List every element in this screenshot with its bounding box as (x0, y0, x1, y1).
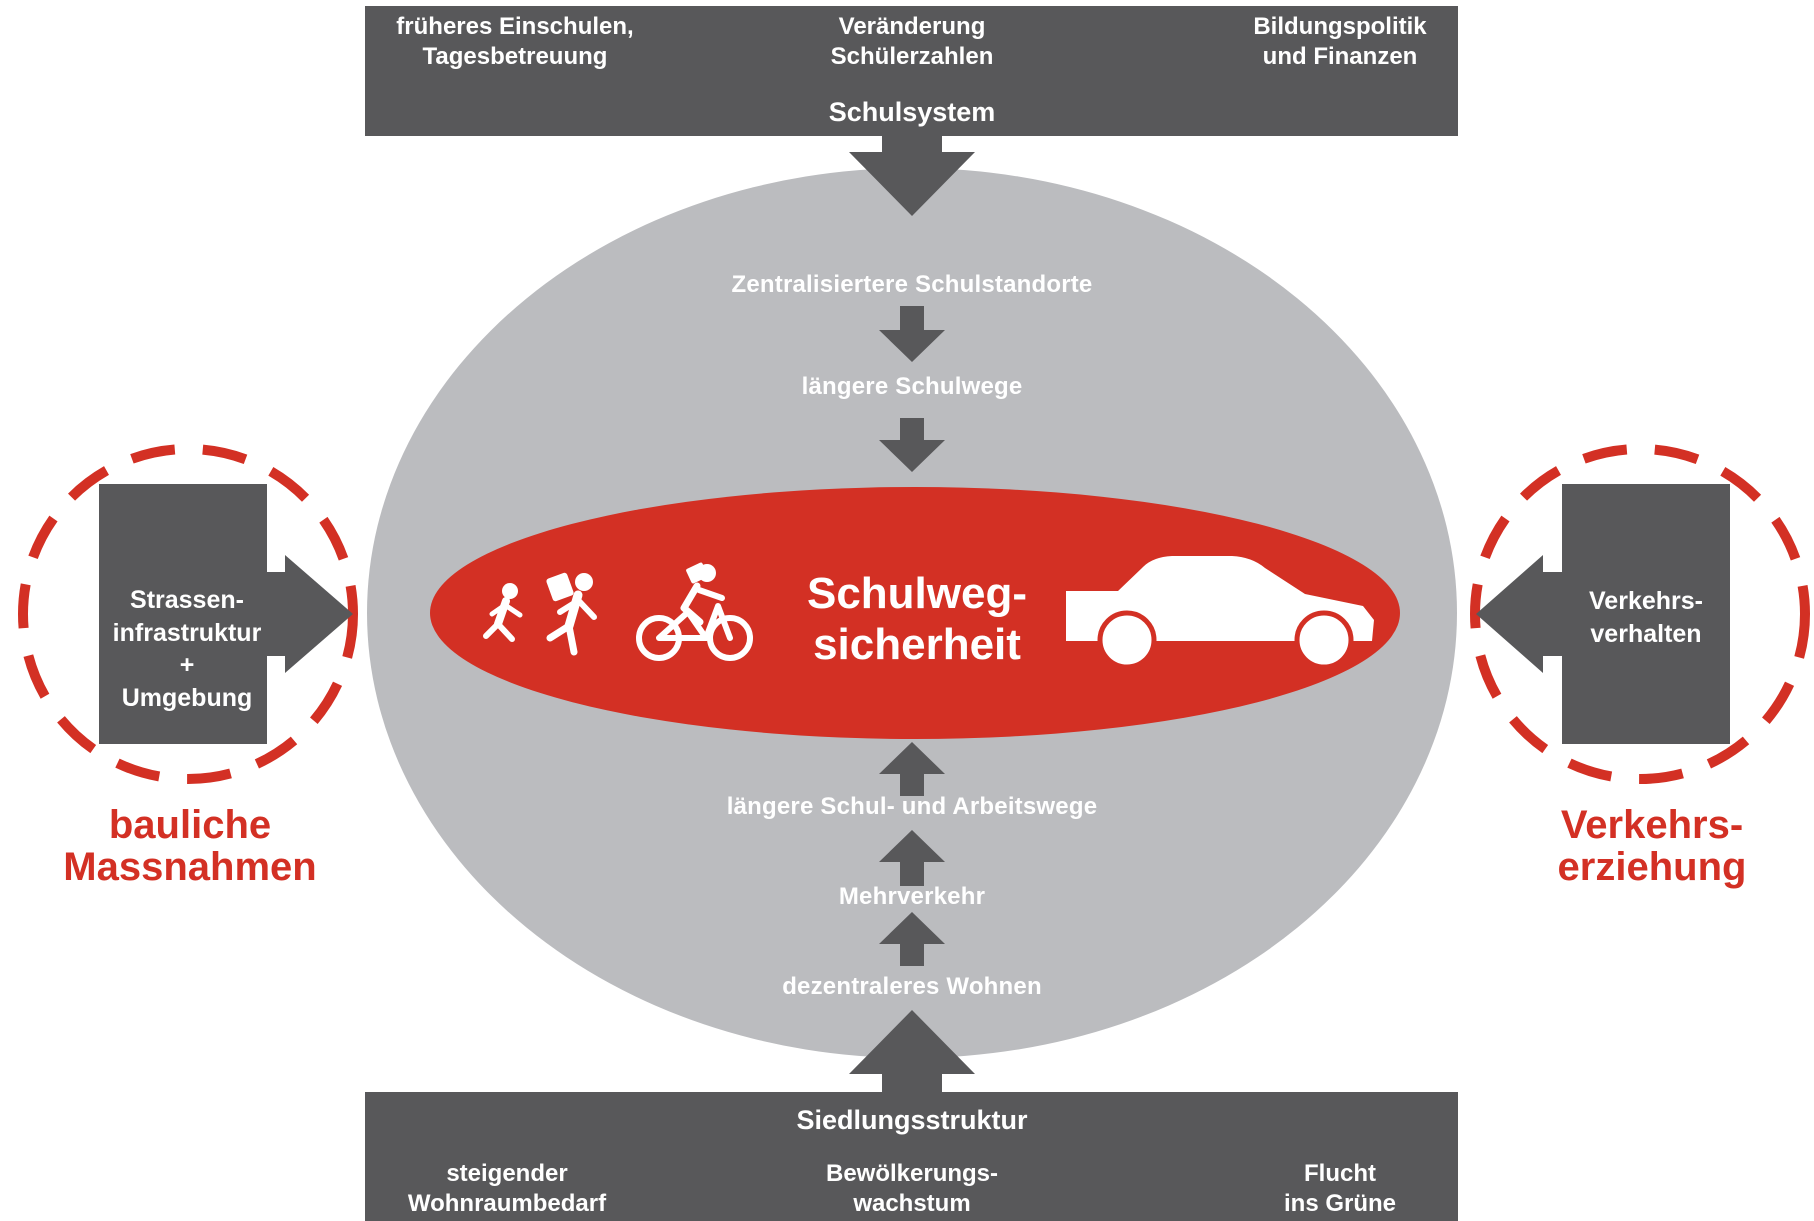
center-title: Schulweg- sicherheit (806, 569, 1028, 669)
flow-arrow-up-2 (879, 830, 945, 886)
flow-arrow-down-1 (879, 306, 945, 362)
upper-flow-2: längere Schulwege (801, 373, 1023, 400)
center-ellipse (430, 487, 1400, 739)
cyclist-icon (636, 562, 753, 661)
top-bar (365, 6, 1458, 136)
lower-flow-2: Mehrverkehr (838, 883, 986, 910)
bottom-bar-item-3: Flucht ins Grüne (1283, 1160, 1397, 1217)
top-down-arrow (849, 136, 975, 216)
car-icon (1066, 556, 1374, 670)
right-box (1562, 484, 1730, 744)
lower-flow-1: längere Schul- und Arbeitswege (726, 793, 1098, 820)
left-label: bauliche Massnahmen (63, 803, 317, 889)
bottom-bar-title: Siedlungsstruktur (796, 1105, 1028, 1135)
left-right-arrow (266, 555, 353, 673)
bottom-bar (365, 1092, 1458, 1221)
right-label: Verkehrs- erziehung (1557, 803, 1747, 889)
right-dashed-circle (1470, 444, 1810, 784)
right-box-text: Verkehrs- verhalten (1589, 587, 1703, 648)
bottom-up-arrow (849, 1010, 975, 1092)
upper-flow-1: Zentralisiertere Schulstandorte (731, 271, 1093, 298)
lower-flow-3: dezentraleres Wohnen (782, 973, 1042, 1000)
bottom-bar-item-2: Bewölkerungs- wachstum (825, 1160, 999, 1217)
flow-arrow-up-3 (879, 912, 945, 966)
top-bar-item-1: früheres Einschulen, Tagesbetreuung (396, 13, 634, 70)
top-bar-item-2: Veränderung Schülerzahlen (830, 13, 994, 70)
left-box (99, 484, 267, 744)
right-left-arrow (1476, 555, 1562, 673)
pedestrians-icon (483, 572, 597, 656)
left-box-text: Strassen- infrastruktur + Umgebung (112, 586, 262, 712)
bottom-bar-item-1: steigender Wohnraumbedarf (407, 1160, 607, 1217)
top-bar-title: Schulsystem (828, 97, 996, 127)
flow-arrow-down-2 (879, 418, 945, 472)
top-bar-item-3: Bildungspolitik und Finanzen (1253, 13, 1427, 70)
flow-arrow-up-1 (879, 742, 945, 796)
